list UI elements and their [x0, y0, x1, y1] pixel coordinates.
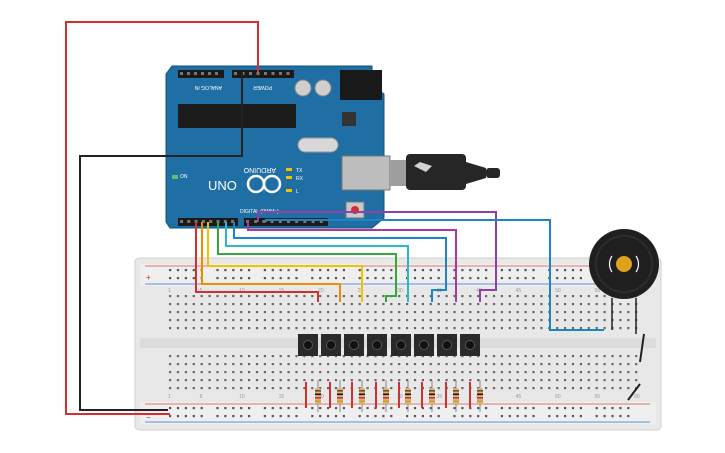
pushbutton[interactable] — [367, 334, 387, 356]
resistor — [315, 380, 321, 412]
tx-label: TX — [296, 168, 303, 174]
resistor — [383, 380, 389, 412]
column-number: 50 — [555, 288, 561, 294]
pushbutton[interactable] — [437, 334, 457, 356]
capacitor — [294, 79, 312, 97]
pushbutton[interactable] — [460, 334, 480, 356]
tx-led — [286, 168, 292, 171]
wire-pin-yellow[interactable] — [207, 222, 363, 302]
resistors — [305, 380, 483, 412]
wire-pin-green[interactable] — [217, 222, 397, 302]
arduino-uno-board[interactable]: UNO ARDUINO ON TX RX L DIGITAL (PWM~) AN… — [165, 65, 391, 229]
wire-pin-magenta[interactable] — [247, 222, 457, 302]
wire-5v-red[interactable] — [65, 21, 259, 415]
column-number: 15 — [279, 394, 285, 400]
column-number: 1 — [168, 288, 171, 294]
pushbutton[interactable] — [414, 334, 434, 356]
column-number: 50 — [555, 394, 561, 400]
column-number: 60 — [634, 394, 640, 400]
crystal-oscillator — [297, 137, 339, 153]
wires[interactable] — [65, 21, 645, 415]
analog-in-label: ANALOG IN — [194, 84, 222, 90]
pushbuttons[interactable] — [298, 334, 480, 356]
usb-port — [341, 155, 391, 191]
resistor — [405, 380, 411, 412]
column-number: 55 — [595, 394, 601, 400]
column-number: 55 — [595, 288, 601, 294]
on-led-label: ON — [180, 174, 188, 180]
power-label: POWER — [253, 84, 272, 90]
wire-pin-blue[interactable] — [233, 222, 447, 302]
power-jack — [340, 70, 382, 100]
resistor — [453, 380, 459, 412]
microcontroller-chip — [178, 104, 296, 128]
wire-buzzer-blue[interactable] — [265, 219, 604, 331]
board-brand-label: ARDUINO — [243, 166, 276, 173]
wire-pin-orange[interactable] — [201, 222, 341, 302]
column-number: 45 — [516, 288, 522, 294]
voltage-regulator — [342, 112, 356, 126]
l-led — [286, 189, 292, 192]
column-number: 20 — [318, 288, 324, 294]
rail-minus-label: − — [146, 413, 151, 422]
column-number: 30 — [397, 288, 403, 294]
wire-buzzer-gnd[interactable] — [639, 333, 645, 363]
pushbutton[interactable] — [298, 334, 318, 356]
resistor — [337, 380, 343, 412]
pushbutton[interactable] — [344, 334, 364, 356]
l-led-label: L — [296, 189, 299, 195]
power-header — [232, 70, 294, 78]
wire-pin-teal[interactable] — [225, 222, 409, 302]
column-number: 35 — [437, 394, 443, 400]
column-number: 1 — [168, 394, 171, 400]
capacitor — [314, 79, 332, 97]
rx-led — [286, 176, 292, 179]
resistor — [429, 380, 435, 412]
on-led — [172, 175, 178, 179]
wire-gnd-black[interactable] — [79, 72, 243, 411]
wire-pin-red[interactable] — [195, 222, 319, 302]
usb-cable — [390, 154, 500, 190]
column-number: 40 — [476, 288, 482, 294]
rx-label: RX — [296, 176, 304, 182]
resistor — [359, 380, 365, 412]
pushbutton[interactable] — [391, 334, 411, 356]
board-model-label: UNO — [208, 178, 237, 193]
arduino-logo — [246, 174, 282, 194]
resistor — [477, 380, 483, 412]
column-number: 5 — [200, 394, 203, 400]
header-pins — [180, 72, 323, 223]
wire-pin-purple[interactable] — [257, 211, 497, 302]
piezo-buzzer[interactable] — [589, 229, 659, 334]
column-number: 10 — [239, 394, 245, 400]
digital-header-high — [244, 218, 328, 226]
pushbutton[interactable] — [321, 334, 341, 356]
column-number: 45 — [516, 394, 522, 400]
rail-plus-label: + — [146, 273, 151, 282]
column-number: 25 — [358, 288, 364, 294]
wire-rail-jumper[interactable] — [627, 383, 641, 401]
